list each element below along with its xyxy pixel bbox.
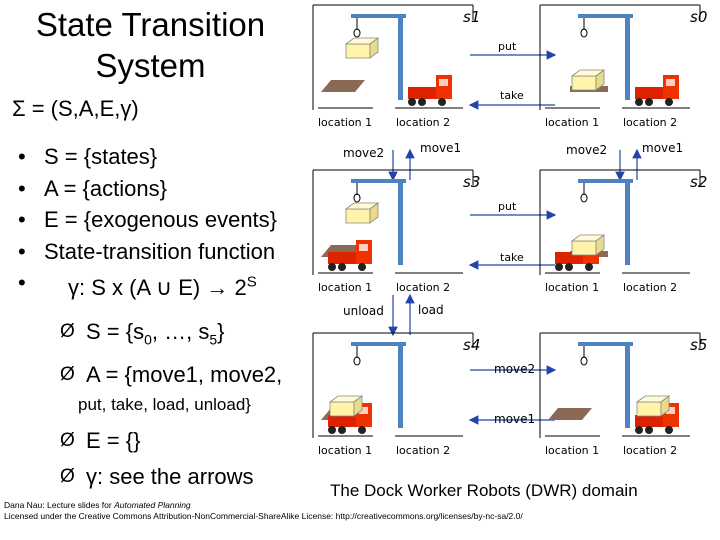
location2-label: location 2 bbox=[623, 281, 677, 294]
container-icon bbox=[344, 37, 380, 59]
label-move1-left: move1 bbox=[420, 141, 461, 155]
state-s2: s2 location 1 location 2 bbox=[539, 169, 707, 294]
location1-label: location 1 bbox=[545, 444, 599, 457]
label-move1-bottom: move1 bbox=[494, 412, 535, 426]
location1-label: location 1 bbox=[318, 281, 372, 294]
location1-label: location 1 bbox=[318, 444, 372, 457]
crane-icon bbox=[351, 14, 406, 100]
truck-icon bbox=[408, 75, 452, 106]
crane-icon bbox=[351, 179, 406, 265]
container-icon bbox=[344, 202, 380, 224]
definition-list: S = {states} A = {actions} E = {exogenou… bbox=[18, 141, 277, 304]
state-label: s4 bbox=[463, 336, 480, 354]
diagram-caption: The Dock Worker Robots (DWR) domain bbox=[330, 481, 638, 500]
bullet-states: S = {states} bbox=[18, 141, 277, 173]
state-s3: s3 location 1 location 2 bbox=[312, 169, 480, 294]
label-put-top: put bbox=[498, 40, 517, 53]
state-label: s3 bbox=[463, 173, 480, 191]
state-s5: s5 location 1 location 2 bbox=[539, 332, 707, 457]
actions-instance: A = {move1, move2, bbox=[60, 357, 282, 393]
truck-icon bbox=[635, 403, 679, 434]
bullet-transition-function: State-transition function bbox=[18, 236, 277, 268]
location2-label: location 2 bbox=[623, 116, 677, 129]
location1-label: location 1 bbox=[545, 281, 599, 294]
state-s4: s4 location 1 location 2 bbox=[312, 332, 480, 457]
actions-instance-cont: put, take, load, unload} bbox=[78, 395, 251, 415]
footer-license: Licensed under the Creative Commons Attr… bbox=[4, 511, 523, 521]
container-icon bbox=[570, 234, 606, 256]
label-load: load bbox=[418, 303, 444, 317]
pallet-icon bbox=[548, 408, 592, 420]
location2-label: location 2 bbox=[623, 444, 677, 457]
gamma-instance: γ: see the arrows bbox=[60, 459, 282, 495]
container-icon bbox=[328, 395, 364, 417]
crane-icon bbox=[578, 342, 633, 428]
container-icon bbox=[635, 395, 671, 417]
states-instance-text: S = {s0, …, s5} bbox=[86, 319, 225, 348]
state-label: s5 bbox=[690, 336, 707, 354]
label-move2-right: move2 bbox=[566, 143, 607, 157]
states-instance: S = {s0, …, s5} bbox=[60, 314, 282, 357]
label-take-mid: take bbox=[500, 251, 524, 264]
system-definition: Σ = (S,A,E,γ) bbox=[12, 96, 139, 121]
location1-label: location 1 bbox=[545, 116, 599, 129]
location2-label: location 2 bbox=[396, 281, 450, 294]
footer-credit: Dana Nau: Lecture slides for Automated P… bbox=[4, 500, 191, 510]
events-instance: E = {} bbox=[60, 423, 282, 459]
container-icon bbox=[570, 69, 606, 91]
state-label: s1 bbox=[463, 8, 480, 26]
label-put-mid: put bbox=[498, 200, 517, 213]
location2-label: location 2 bbox=[396, 444, 450, 457]
label-move2-bottom: move2 bbox=[494, 362, 535, 376]
location1-label: location 1 bbox=[318, 116, 372, 129]
crane-icon bbox=[578, 179, 633, 265]
transition-arrows bbox=[388, 50, 642, 425]
bullet-actions: A = {actions} bbox=[18, 173, 277, 205]
state-s1: s1 location 1 location 2 bbox=[312, 4, 480, 129]
truck-icon bbox=[635, 75, 679, 106]
truck-icon bbox=[328, 240, 372, 271]
pallet-icon bbox=[321, 80, 365, 92]
location2-label: location 2 bbox=[396, 116, 450, 129]
state-panels: s1 location 1 location 2 s0 location 1 locati… bbox=[312, 4, 707, 457]
crane-icon bbox=[578, 14, 633, 100]
label-move2-left: move2 bbox=[343, 146, 384, 160]
state-label: s2 bbox=[690, 173, 707, 191]
state-s0: s0 location 1 location 2 bbox=[539, 4, 707, 129]
label-take-top: take bbox=[500, 89, 524, 102]
slide-title: State Transition System bbox=[35, 6, 266, 84]
label-unload: unload bbox=[343, 304, 384, 318]
bullet-gamma: γ: S x (A ∪ E) → 2S bbox=[18, 267, 277, 304]
gamma-signature: γ: S x (A ∪ E) → 2S bbox=[68, 274, 257, 301]
crane-icon bbox=[351, 342, 406, 428]
label-move1-right: move1 bbox=[642, 141, 683, 155]
state-label: s0 bbox=[690, 8, 707, 26]
instance-list: S = {s0, …, s5} A = {move1, move2, put, … bbox=[60, 314, 282, 495]
bullet-events: E = {exogenous events} bbox=[18, 204, 277, 236]
license-footer: Dana Nau: Lecture slides for Automated P… bbox=[4, 500, 523, 522]
